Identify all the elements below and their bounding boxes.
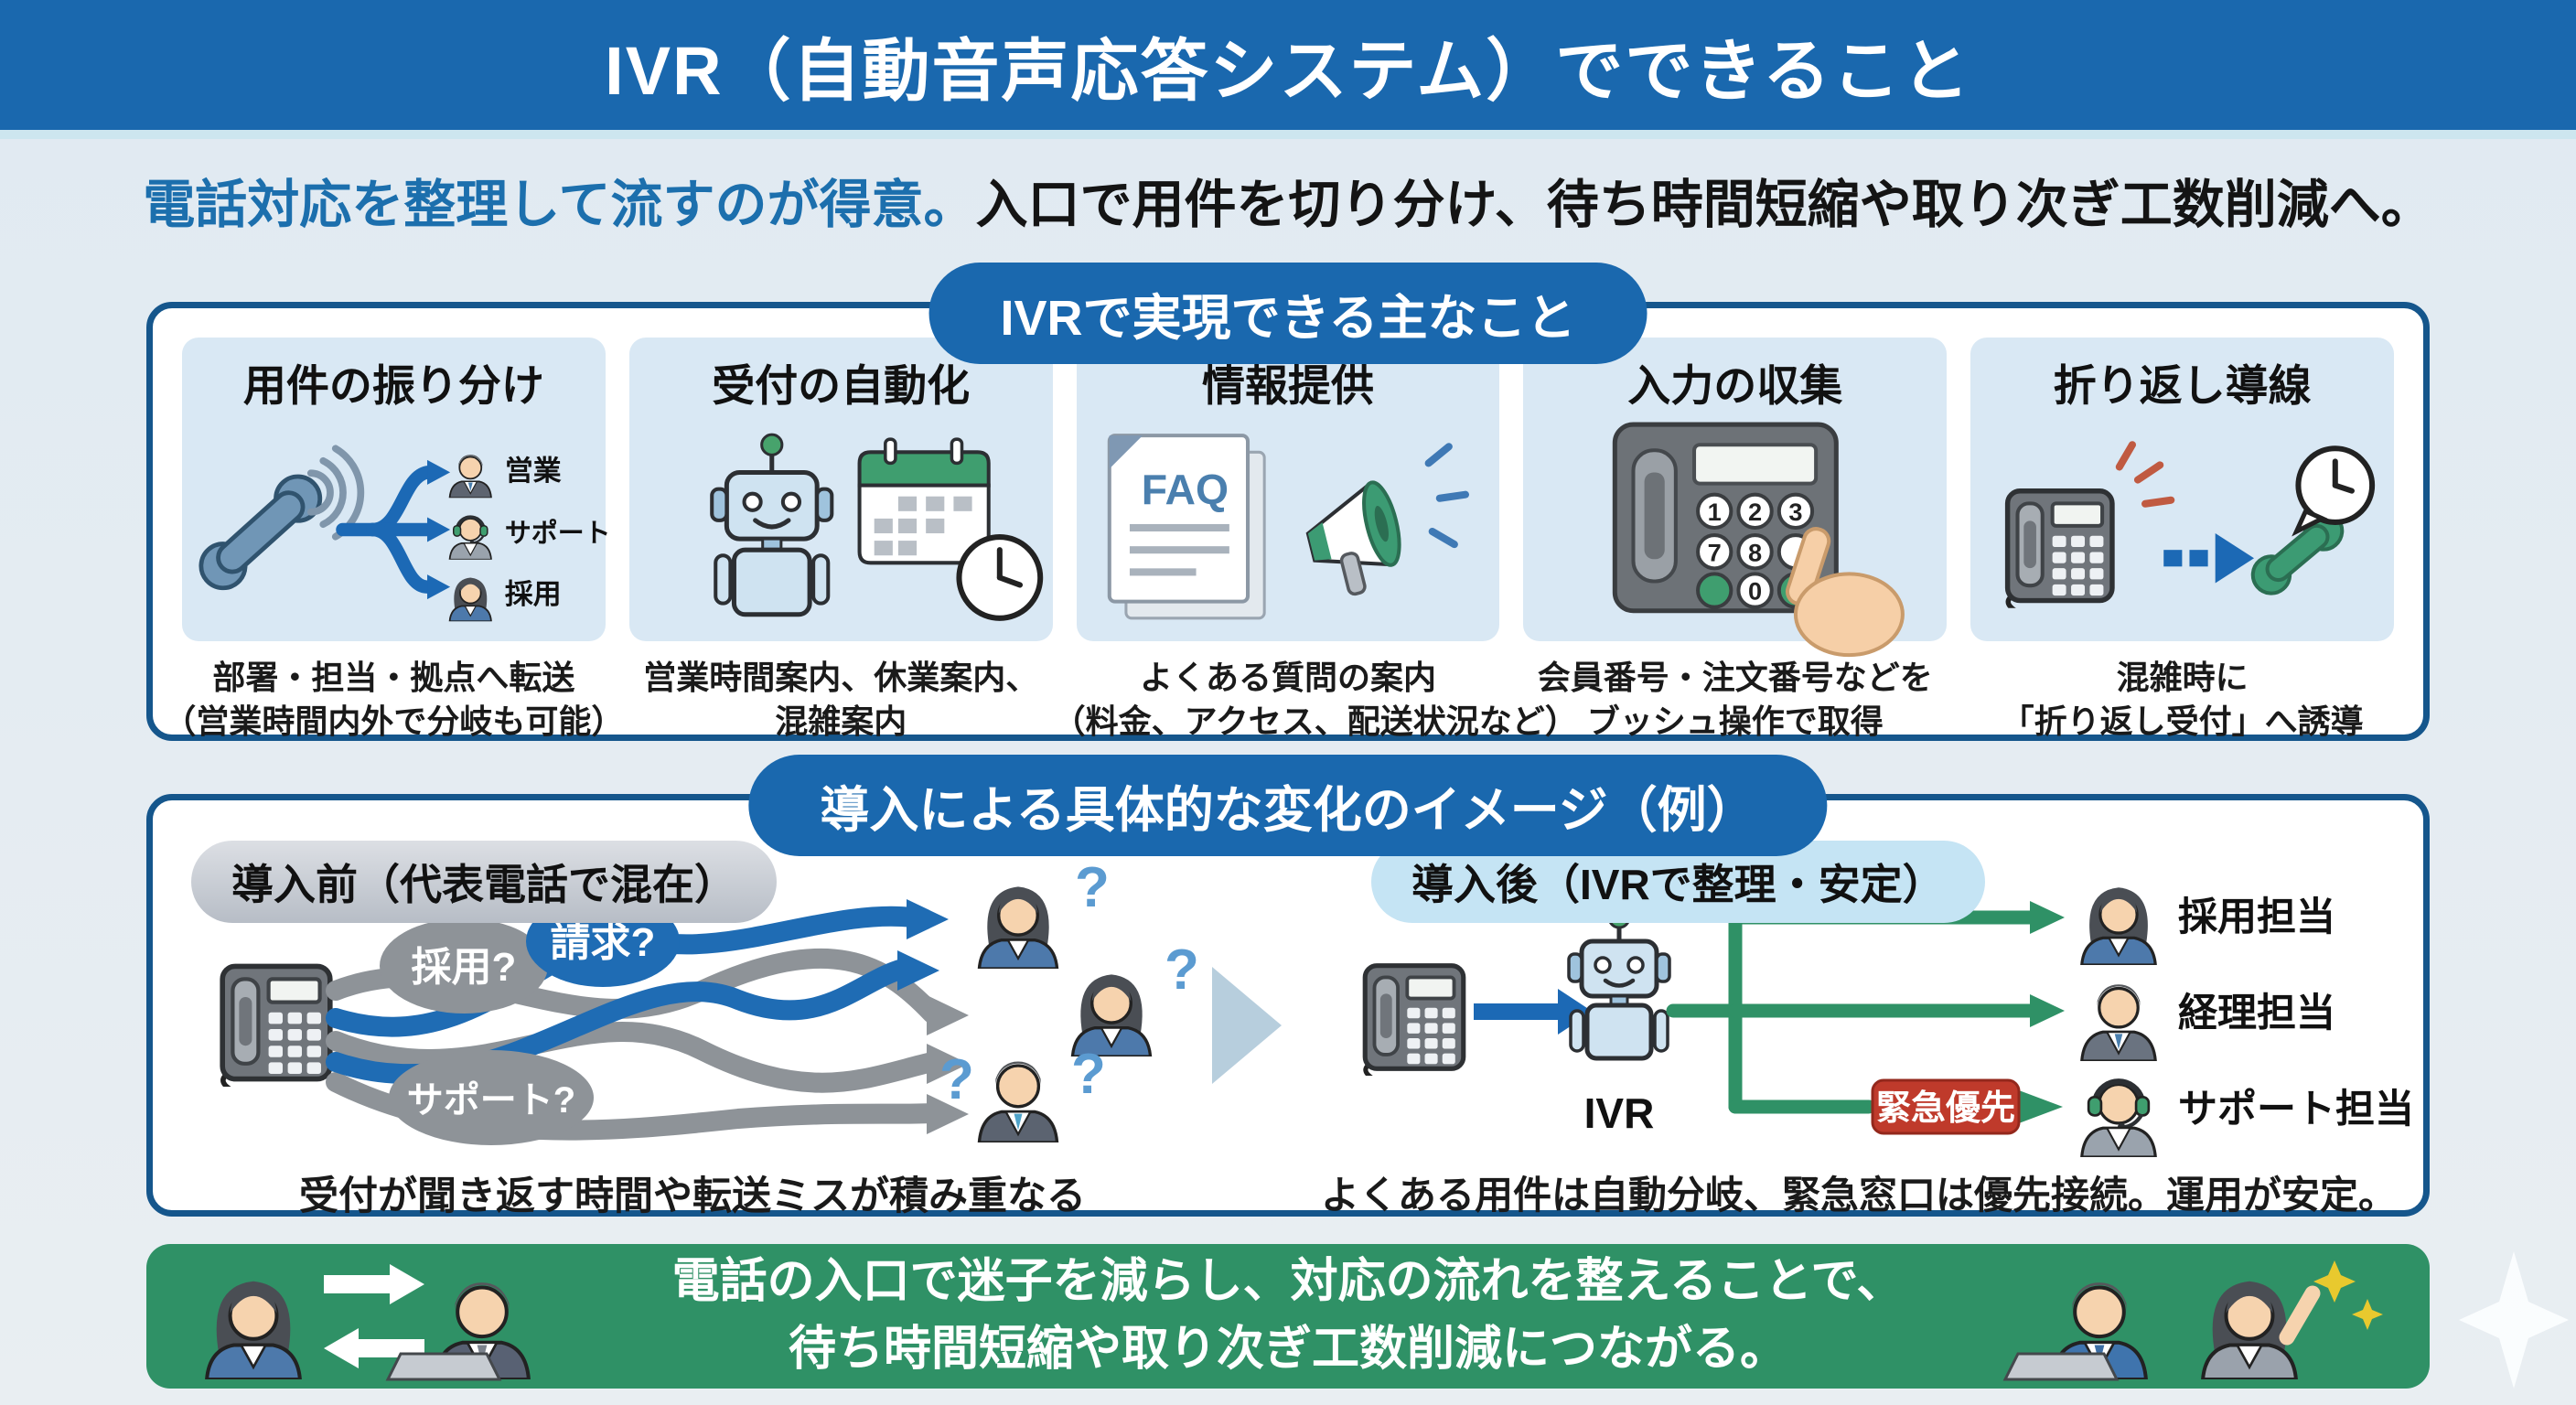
laptop-icon [385, 1352, 502, 1381]
svg-text:IVR: IVR [1584, 1089, 1655, 1137]
information-icon: FAQ [1107, 434, 1469, 620]
recruit-person-icon [448, 576, 492, 622]
card-caption: 営業時間案内、休業案内、 混雑案内 [643, 659, 1039, 740]
dashed-arrow-icon [2163, 533, 2255, 584]
desk-phone-icon [1365, 966, 1464, 1078]
recruit-person-icon [2080, 885, 2157, 965]
svg-text:採用?: 採用? [412, 945, 517, 990]
exchange-arrows-icon [324, 1264, 424, 1368]
input-collection-icon: 1 2 3 7 8 0 [1613, 422, 1905, 658]
capability-cards: 用件の振り分け [153, 308, 2423, 743]
header-band: IVR（自動音声応答システム）でできること [0, 0, 2576, 139]
svg-text:サポート?: サポート? [407, 1080, 575, 1121]
keypad-icon: 1 2 3 7 8 0 [1613, 422, 1840, 614]
card-input-collection: 入力の収集 [1523, 338, 1948, 743]
card-title: 折り返し導線 [2053, 361, 2312, 410]
transition-arrow-icon [1212, 967, 1282, 1084]
sparkles-icon [2313, 1260, 2383, 1330]
branch-arrows-icon [336, 466, 435, 594]
sales-person-icon [448, 454, 492, 499]
banner-right-art [2002, 1260, 2383, 1381]
svg-text:1: 1 [1708, 498, 1722, 526]
svg-text:サポート担当: サポート担当 [2178, 1088, 2414, 1132]
page-title: IVR（自動音声応答システム）でできること [605, 32, 1971, 109]
laptop-icon [2002, 1352, 2120, 1381]
svg-text:請求?: 請求? [551, 920, 656, 965]
svg-text:営業: 営業 [505, 455, 562, 487]
svg-text:緊急優先: 緊急優先 [1876, 1089, 2015, 1128]
svg-text:8: 8 [1748, 538, 1762, 566]
svg-text:7: 7 [1708, 538, 1722, 566]
intro-highlight: 電話対応を整理して流すのが得意。 [143, 176, 976, 234]
banner-left-art [177, 1264, 543, 1381]
support-person-icon [447, 514, 493, 560]
svg-text:?: ? [939, 1048, 974, 1111]
section-capabilities: IVRで実現できる主なこと 用件の振り分け [146, 263, 2430, 743]
desk-phone-icon [2008, 491, 2112, 611]
phone-receiver-icon [199, 474, 323, 591]
svg-text:?: ? [1071, 1043, 1106, 1106]
confused-person-icon [977, 885, 1059, 969]
section1-pill: IVRで実現できる主なこと [928, 263, 1648, 364]
card-caption: よくある質問の案内 （料金、アクセス、配送状況など） [1052, 659, 1578, 740]
ring-alert-icon [2115, 441, 2175, 508]
intro-line: 電話対応を整理して流すのが得意。入口で用件を切り分け、待ち時間短縮や取り次ぎ工数… [0, 163, 2576, 238]
before-diagram: 採用? 請求? サポート? ? ? ? ? [189, 856, 1199, 1145]
svg-text:?: ? [1165, 938, 1199, 1002]
confused-person-icon [977, 1059, 1059, 1142]
after-caption: よくある用件は自動分岐、緊急窓口は優先接続。運用が安定。 [1320, 1174, 2397, 1217]
card-information: 情報提供 FAQ [1053, 338, 1578, 743]
clock-icon [956, 534, 1044, 621]
callback-icon [1970, 441, 2376, 640]
raised-arm [2279, 1285, 2321, 1346]
robot-icon [710, 433, 834, 617]
support-person-icon [2082, 1080, 2156, 1157]
svg-text:3: 3 [1789, 498, 1803, 526]
card-callback: 折り返し導線 [1970, 338, 2394, 743]
pressing-hand-icon [1786, 527, 1905, 658]
auto-reception-icon [710, 433, 1044, 621]
card-title: 情報提供 [1201, 361, 1374, 410]
before-caption: 受付が聞き返す時間や転送ミスが積み重なる [299, 1174, 1086, 1218]
before-label: 導入前（代表電話で混在） [191, 841, 777, 923]
svg-text:?: ? [1075, 856, 1110, 919]
svg-text:経理担当: 経理担当 [2178, 992, 2335, 1035]
call-routing-icon: 営業 サポート 採用 [199, 445, 611, 622]
after-diagram: IVR 緊急優先 採用担当 経理担当 [1351, 885, 2414, 1164]
routing-branches [1666, 910, 2040, 1114]
svg-text:2: 2 [1748, 498, 1762, 526]
section-before-after: 導入による具体的な変化のイメージ（例） 導入前（代表電話で混在） 導入後（IVR… [146, 755, 2430, 1218]
card-title: 用件の振り分け [242, 361, 544, 410]
accounting-person-icon [2080, 982, 2157, 1061]
svg-text:サポート: サポート [505, 519, 611, 548]
summary-banner: 電話の入口で迷子を減らし、対応の流れを整えることで、 待ち時間短縮や取り次ぎ工数… [146, 1244, 2430, 1389]
svg-text:採用: 採用 [505, 578, 562, 610]
priority-badge: 緊急優先 [1871, 1078, 2021, 1135]
card-title: 受付の自動化 [712, 361, 971, 410]
card-call-routing: 用件の振り分け [163, 338, 624, 743]
desk-phone-icon [222, 966, 330, 1089]
staff-person-icon [207, 1282, 300, 1379]
ivr-robot-icon [1567, 906, 1671, 1061]
calendar-icon [857, 437, 991, 565]
card-caption: 部署・担当・拠点へ転送 （営業時間内外で分岐も可能） [163, 659, 625, 740]
svg-text:採用担当: 採用担当 [2178, 896, 2335, 939]
intro-rest: 入口で用件を切り分け、待ち時間短縮や取り次ぎ工数削減へ。 [975, 176, 2433, 234]
svg-text:FAQ: FAQ [1141, 466, 1228, 513]
banner-text: 電話の入口で迷子を減らし、対応の流れを整えることで、 待ち時間短縮や取り次ぎ工数… [671, 1255, 1905, 1376]
clock-bubble-icon [2292, 445, 2376, 537]
svg-text:0: 0 [1748, 577, 1762, 606]
card-title: 入力の収集 [1627, 361, 1843, 410]
card-caption: 会員番号・注文番号などを ブッシュ操作で取得 [1537, 659, 1933, 740]
card-auto-reception: 受付の自動化 [628, 338, 1053, 743]
corner-sparkle-icon [2459, 1251, 2569, 1389]
faq-document-icon: FAQ [1107, 434, 1266, 620]
card-caption: 混雑時に 「折り返し受付」へ誘導 [2001, 659, 2364, 740]
megaphone-icon [1305, 480, 1401, 596]
section2-pill: 導入による具体的な変化のイメージ（例） [748, 755, 1828, 856]
sound-lines-icon [1424, 443, 1469, 549]
